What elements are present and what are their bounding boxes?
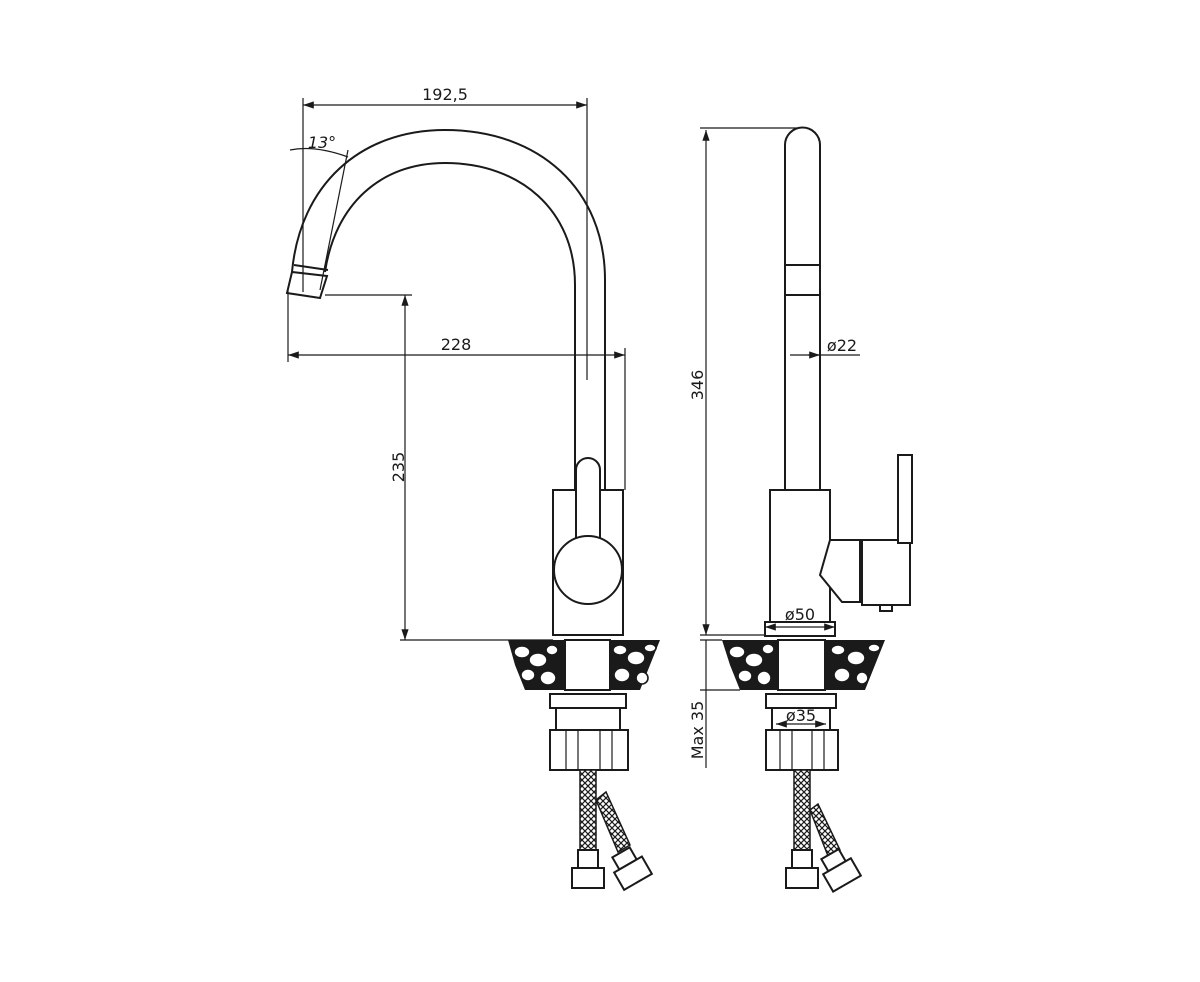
- spout-tube-side: [784, 126, 821, 490]
- handle-cartridge: [861, 539, 911, 606]
- supply-hoses-front: [571, 769, 654, 892]
- spout-tip: [285, 264, 329, 300]
- front-view: 192,5 13° 228 235: [285, 85, 660, 892]
- deck-stone-side: [722, 639, 885, 691]
- mounting-nut-front: [549, 729, 629, 771]
- deck-stone-front: [508, 639, 660, 691]
- handle-neck: [818, 539, 861, 603]
- spout-outer: [291, 128, 606, 490]
- base-ring-front: [549, 693, 627, 709]
- base-ring-side: [764, 621, 836, 637]
- mounting-nut-side: [765, 729, 839, 771]
- dim-label-192: 192,5: [422, 85, 468, 104]
- dim-label-d50: ø50: [785, 605, 815, 624]
- handle-lever: [575, 457, 601, 541]
- spout-inner: [324, 161, 576, 490]
- dim-label-346: 346: [688, 370, 707, 401]
- spout-band: [784, 264, 821, 296]
- side-view: 346 ø22 ø50 Max 35 ø35: [688, 126, 913, 893]
- dim-label-235: 235: [389, 452, 408, 483]
- supply-hoses-side: [785, 769, 863, 893]
- dim-label-d35: ø35: [786, 706, 816, 725]
- handle-knob: [553, 535, 623, 605]
- dim-label-228: 228: [441, 335, 472, 354]
- dim-label-max35: Max 35: [688, 701, 707, 760]
- dim-label-d22: ø22: [827, 336, 857, 355]
- faucet-body-side: [769, 489, 831, 623]
- dim-label-angle: 13°: [308, 133, 336, 152]
- handle-lever-side: [897, 454, 913, 544]
